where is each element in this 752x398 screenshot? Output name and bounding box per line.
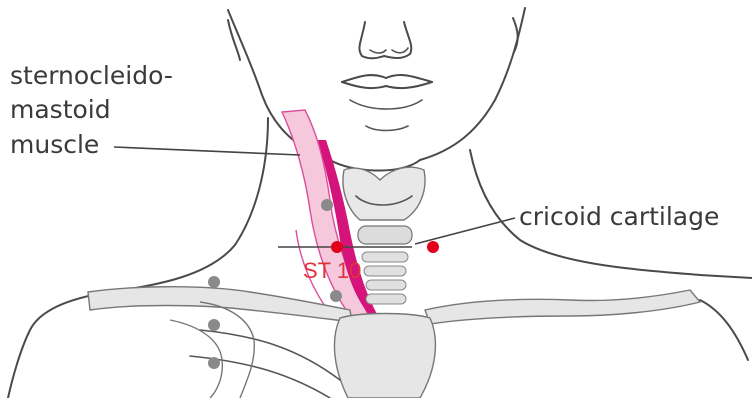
head-outline [228,8,525,171]
cartilage-label: cricoid cartilage [519,202,719,231]
acupoint-red [427,241,439,253]
cartilage-leader-line [415,218,515,244]
muscle-label-line3: muscle [10,130,99,159]
acupoint-gray [208,357,220,369]
st10-label: ST 10 [303,258,361,283]
acupoint-gray [321,199,333,211]
muscle-label-line1: sternocleido- [10,61,173,90]
acupoint-gray [208,276,220,288]
acupoint-gray [208,319,220,331]
muscle-label-line2: mastoid [10,95,111,124]
acupoint-red [331,241,343,253]
face-features [342,22,432,131]
muscle-leader-line [114,147,300,155]
acupoint-gray [330,290,342,302]
